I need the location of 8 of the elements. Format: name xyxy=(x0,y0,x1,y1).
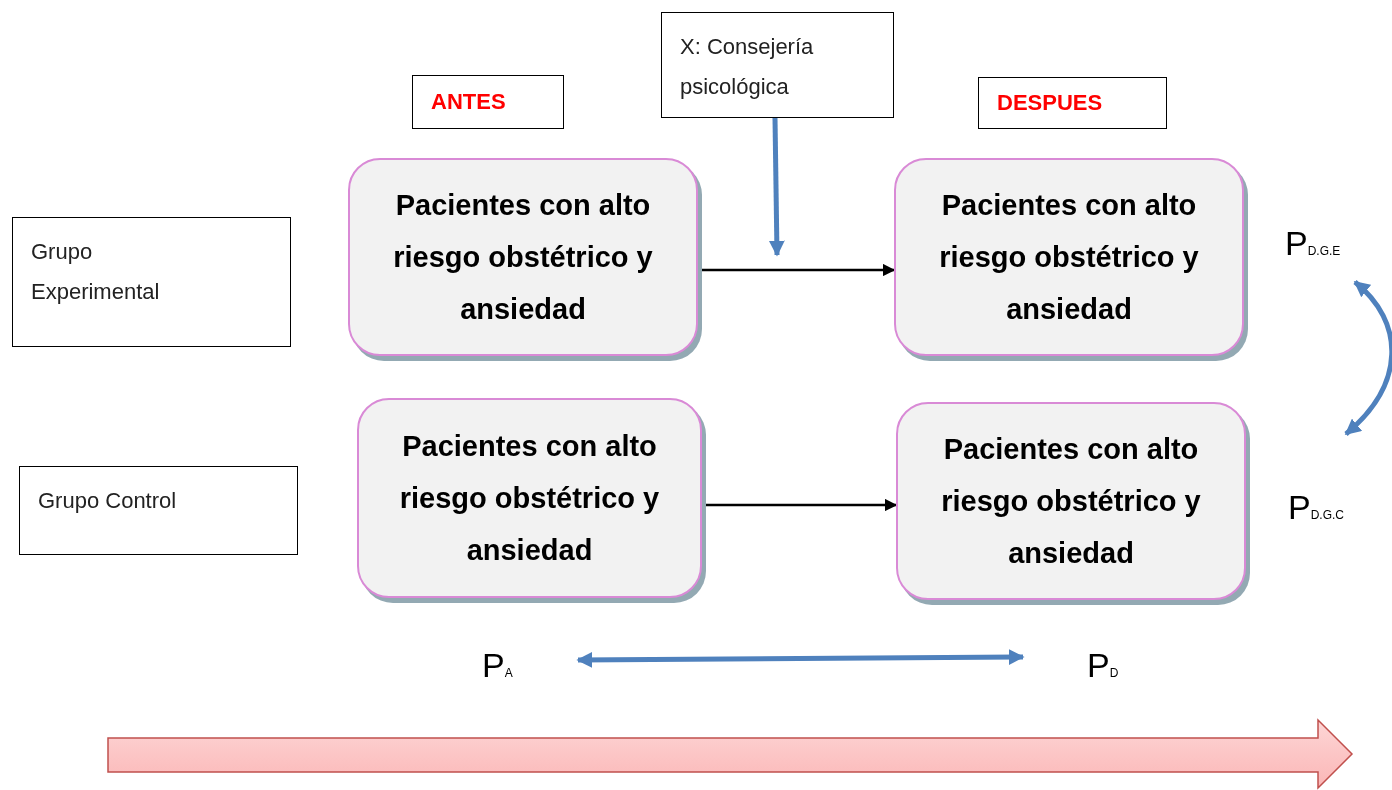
intervention-box: X: Consejería psicológica xyxy=(661,12,894,118)
phase-label-box: ANTES xyxy=(412,75,564,129)
arrow xyxy=(576,649,1025,668)
arrow xyxy=(1344,280,1392,436)
phase-label-box: DESPUES xyxy=(978,77,1167,129)
group-label-box: Grupo Control xyxy=(19,466,298,555)
arrow xyxy=(768,117,785,257)
group-label-box: Grupo Experimental xyxy=(12,217,291,347)
